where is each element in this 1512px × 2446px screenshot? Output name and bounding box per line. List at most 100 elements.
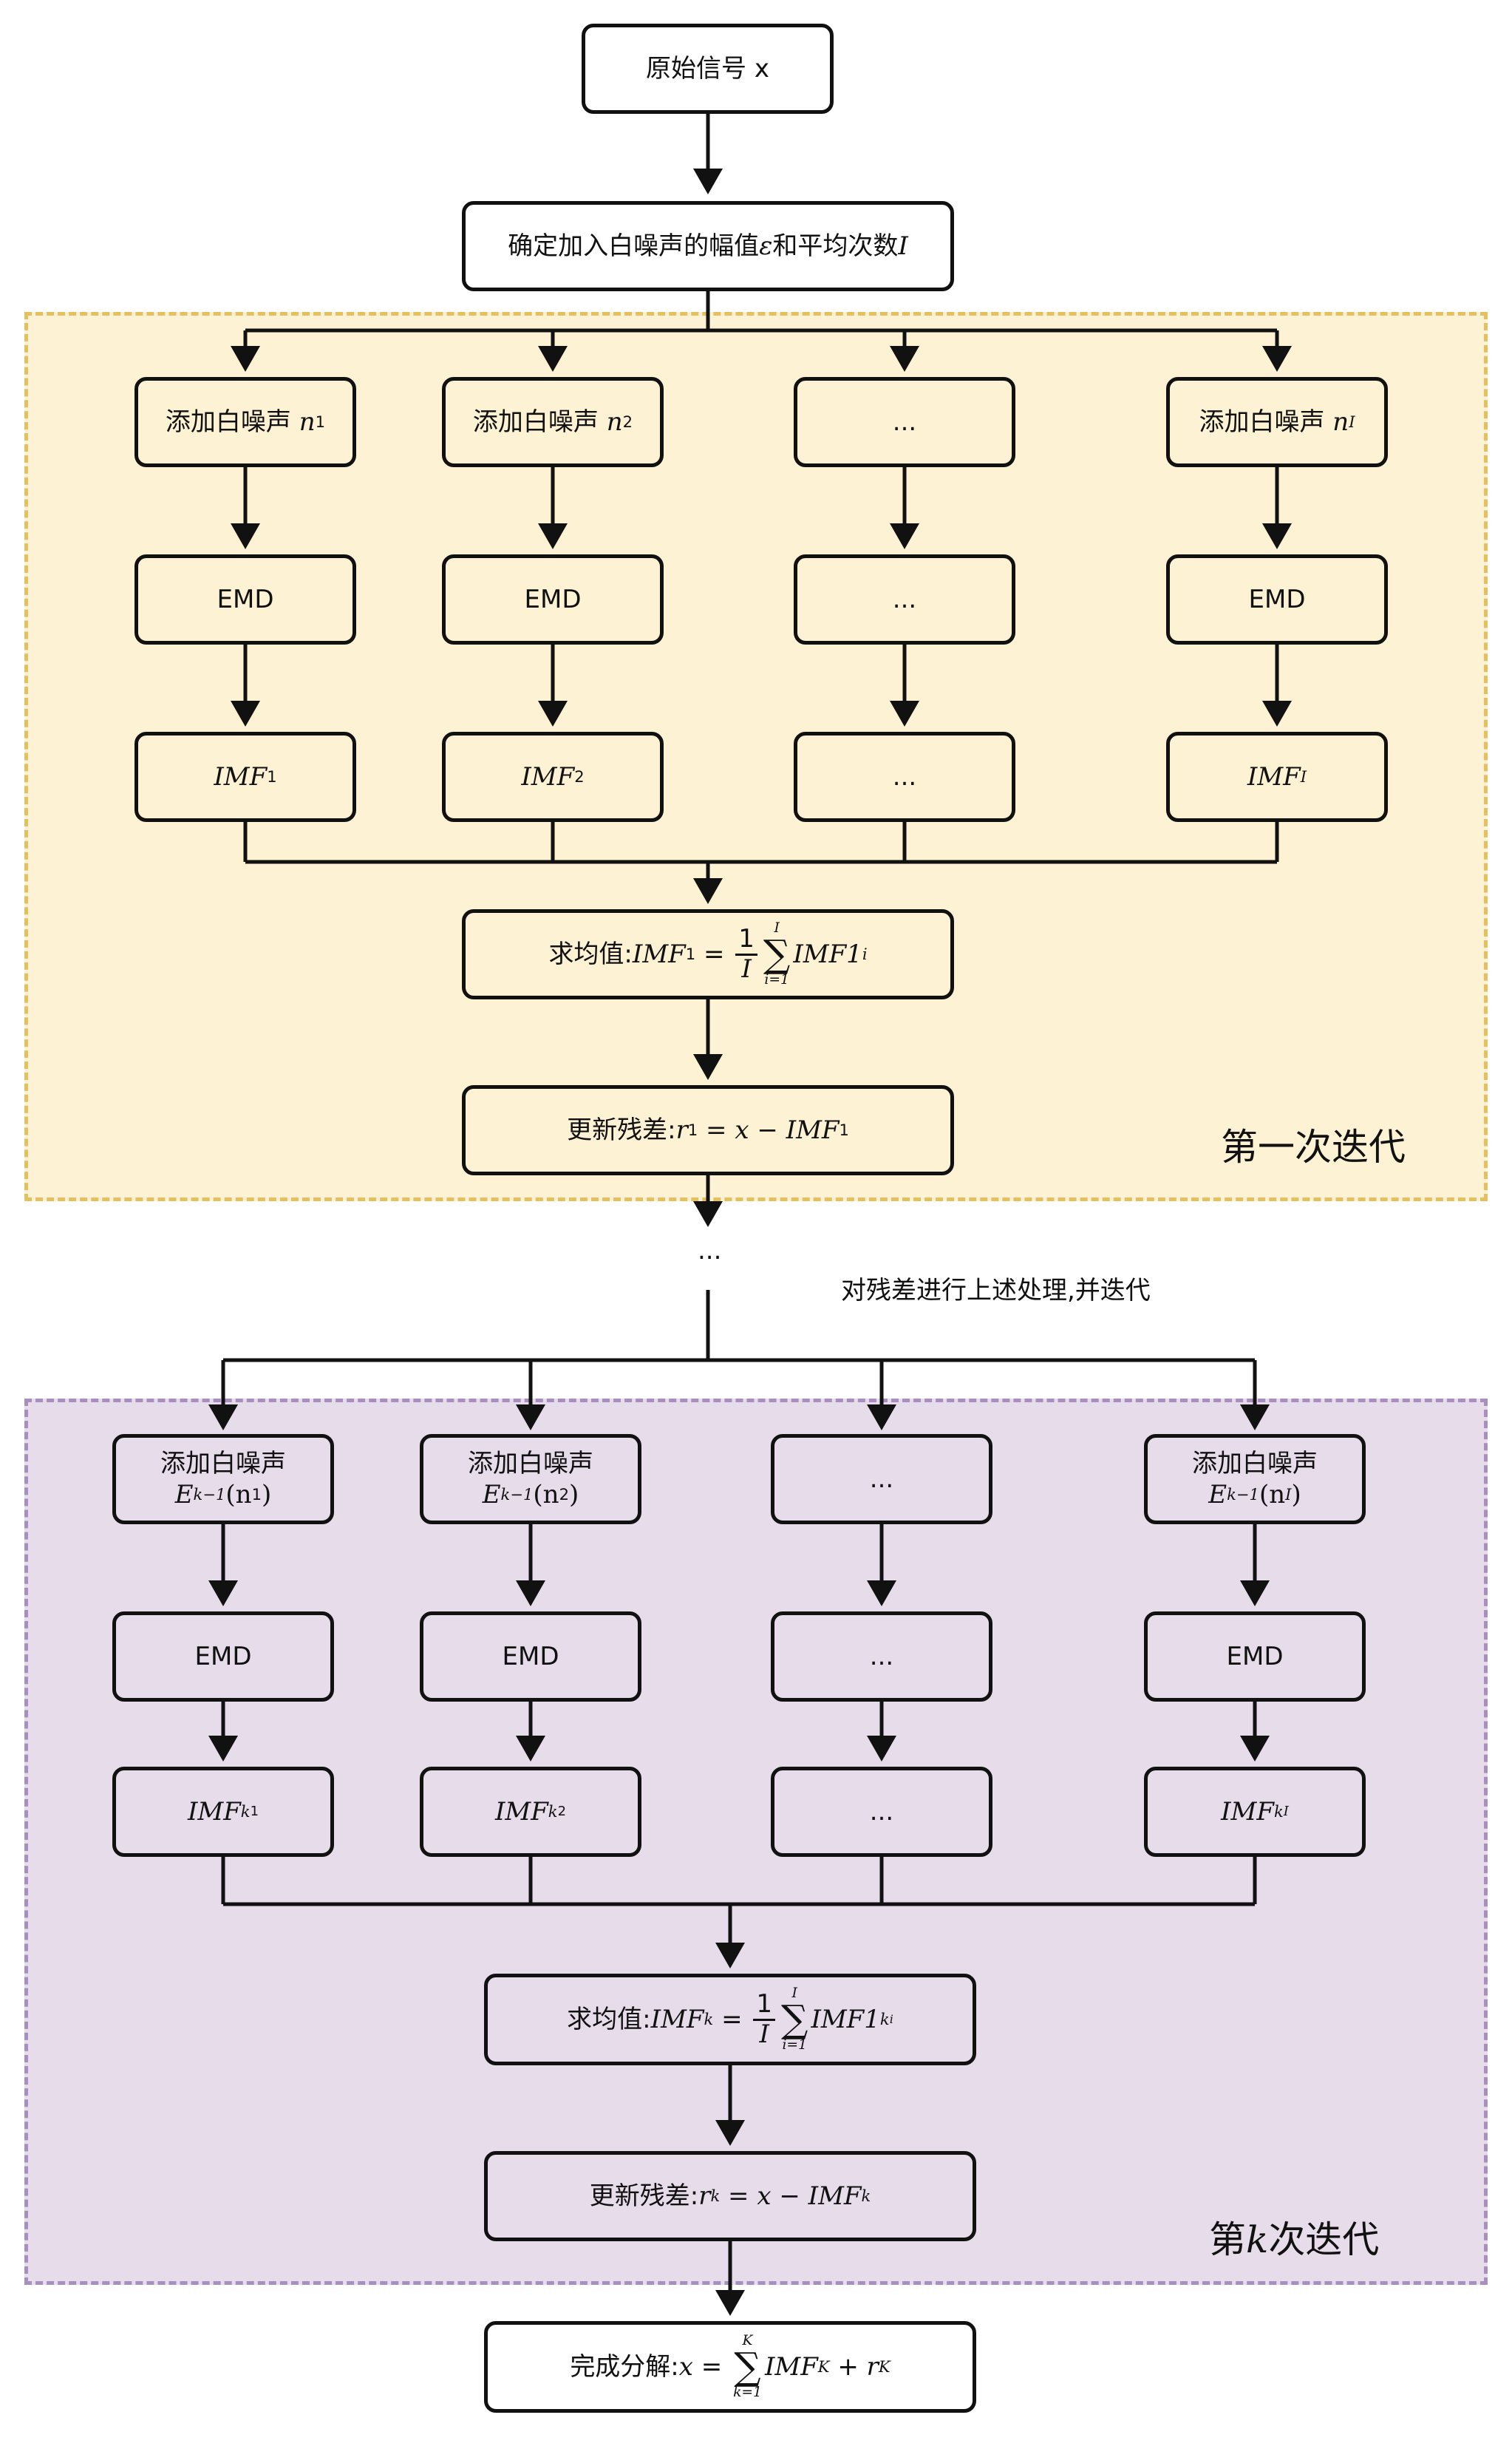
final-imf: IMF	[764, 2351, 818, 2382]
mean-rhs-sub: k	[879, 2009, 890, 2028]
arg-sub: I	[1285, 1485, 1292, 1504]
mean-lhs: IMF	[650, 2004, 704, 2034]
emd-node-ellipsis: ...	[794, 554, 1015, 645]
imf-var: IMF	[521, 761, 575, 792]
emd-node-k2: EMD	[420, 1611, 641, 1702]
imf-node-ellipsis: ...	[794, 732, 1015, 822]
arg-sub: 2	[559, 1485, 569, 1504]
mean-label: 求均值:	[548, 939, 633, 969]
between-dots: ...	[698, 1236, 722, 1266]
config-node: 确定加入白噪声的幅值 ε 和平均次数 I	[462, 201, 954, 291]
imf-var: IMF	[214, 761, 268, 792]
final-imf-sub: K	[817, 2357, 830, 2376]
iteration-1-label: 第一次迭代	[1221, 1126, 1406, 1169]
config-eps: ε	[759, 231, 773, 261]
emd-label: EMD	[1248, 584, 1306, 614]
noise-var: n	[606, 407, 623, 437]
sum-sign: ∑	[781, 1997, 808, 2042]
arg-close: )	[1291, 1480, 1301, 1509]
noise-label: 添加白噪声	[468, 1448, 593, 1478]
imf-subsub: 2	[557, 1803, 567, 1819]
mean-rhs-subsub: i	[889, 2012, 893, 2026]
start-label: 原始信号 x	[646, 53, 769, 84]
sum-symbol: I∑i=1	[781, 1986, 808, 2053]
ellipsis: ...	[869, 1796, 894, 1827]
arg: (n	[533, 1480, 559, 1509]
imf-sub: I	[1300, 767, 1307, 786]
mean-lhs: IMF	[632, 939, 686, 969]
noise-label: 添加白噪声	[165, 407, 291, 437]
emd-node-2: EMD	[442, 554, 664, 645]
sum-bottom: i=1	[782, 2036, 807, 2053]
emd-label: EMD	[194, 1641, 252, 1671]
frac-num: 1	[735, 925, 757, 956]
emd-node-I: EMD	[1166, 554, 1388, 645]
ellipsis: ...	[892, 407, 917, 437]
noise-var-sub: I	[1349, 412, 1355, 431]
imf-sub: 1	[267, 767, 277, 786]
sum-top: K	[742, 2332, 753, 2348]
emd-label: EMD	[1226, 1641, 1284, 1671]
sum-bottom: i=1	[764, 971, 789, 988]
update-imf-sub: k	[861, 2186, 871, 2205]
start-node: 原始信号 x	[582, 24, 834, 114]
update-imf-sub: 1	[839, 1120, 849, 1139]
imf-var: IMF	[1221, 1796, 1274, 1827]
final-eq: =	[692, 2351, 731, 2382]
imf-node-k-ellipsis: ...	[771, 1767, 992, 1857]
iteration-k-label: 第k次迭代	[1209, 2210, 1379, 2263]
imf-subsub: 1	[250, 1803, 259, 1819]
e-sub: k−1	[1227, 1485, 1259, 1504]
e-var: E	[174, 1480, 194, 1509]
config-mid: 和平均次数	[772, 231, 899, 261]
noise-node-k-ellipsis: ...	[771, 1434, 992, 1524]
frac-den: I	[759, 2019, 769, 2049]
update-r: r	[675, 1115, 688, 1145]
noise-label: 添加白噪声	[472, 407, 599, 437]
update-r: r	[698, 2181, 711, 2211]
ellipsis: ...	[869, 1464, 894, 1494]
mean-eq: =	[713, 2004, 751, 2034]
mean-rhs: IMF1	[811, 2004, 880, 2034]
update-label: 更新残差:	[589, 2181, 699, 2211]
arg: (n	[1259, 1480, 1286, 1509]
arg-close: )	[569, 1480, 579, 1509]
imf-var: IMF	[187, 1796, 241, 1827]
ellipsis: ...	[892, 761, 917, 792]
imf-subsub: I	[1283, 1803, 1289, 1819]
sum-symbol: K∑k=1	[733, 2334, 762, 2399]
update-imf: IMF	[808, 2181, 862, 2211]
noise-node-ellipsis: ...	[794, 377, 1015, 467]
config-text: 确定加入白噪声的幅值	[508, 231, 760, 261]
final-r: r	[866, 2351, 879, 2382]
emd-label: EMD	[502, 1641, 559, 1671]
arg-close: )	[262, 1480, 272, 1509]
mean-lhs-sub: 1	[685, 944, 696, 963]
final-label: 完成分解:	[570, 2351, 679, 2382]
emd-label: EMD	[524, 584, 582, 614]
noise-label: 添加白噪声	[1199, 407, 1325, 437]
imf-sub: k	[240, 1801, 251, 1821]
imf-sub: 2	[574, 767, 585, 786]
imf-sub: k	[548, 1801, 558, 1821]
sum-bottom: k=1	[733, 2384, 762, 2400]
update-imf: IMF	[786, 1115, 840, 1145]
imf-var: IMF	[1247, 761, 1301, 792]
e-var: E	[482, 1480, 501, 1509]
emd-node-1: EMD	[134, 554, 356, 645]
sum-sign: ∑	[734, 2345, 761, 2389]
